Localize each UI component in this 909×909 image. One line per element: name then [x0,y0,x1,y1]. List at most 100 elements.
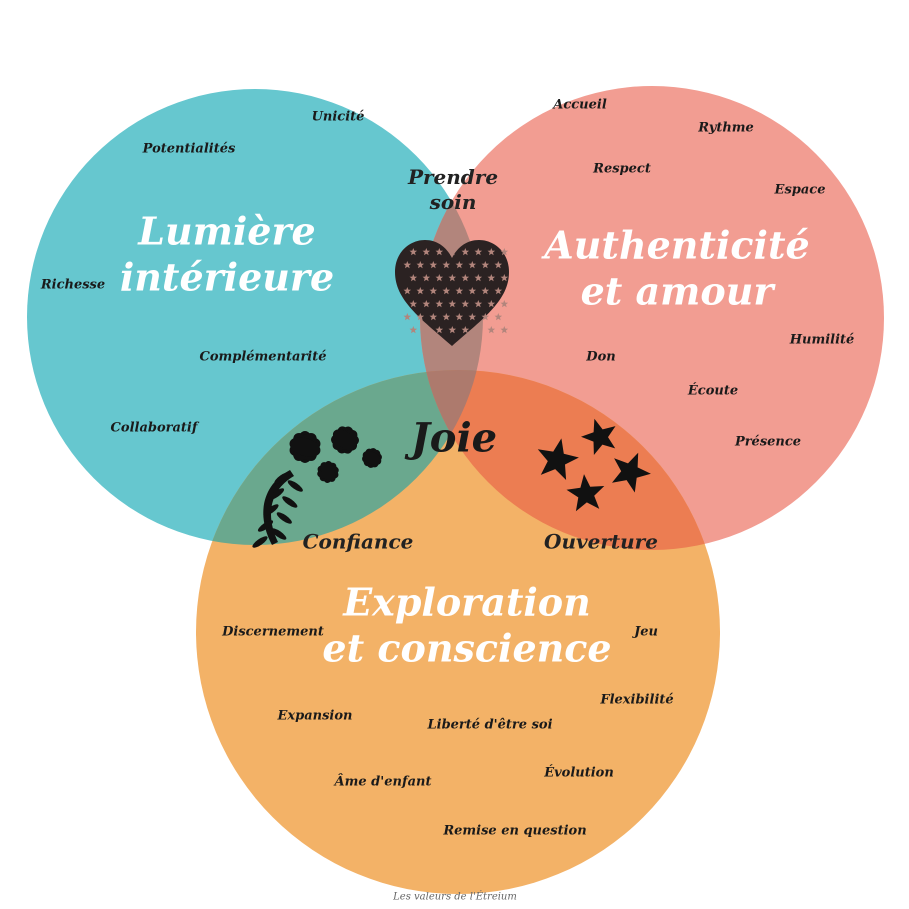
heart-star-speck [487,248,496,256]
stars-icon [537,418,651,512]
heart-star-speck [461,326,470,334]
title-lumiere-line2: intérieure [119,254,335,299]
heart-star-speck [435,300,444,308]
word-rythme: Rythme [698,120,754,136]
heart-star-speck [442,287,451,295]
word-accueil: Accueil [553,97,607,113]
fern-leaf [252,536,268,548]
heart-star-speck [429,287,438,295]
heart-star-speck [416,261,425,269]
heart-star-speck [500,300,509,308]
heart-star-speck [461,300,470,308]
footer-caption: Les valeurs de l'Étreium [393,891,517,903]
title-lumiere-line1: Lumière [138,208,316,254]
heart-star-speck [422,248,431,256]
heart-star-speck [403,313,412,321]
heart-star-speck [403,261,412,269]
heart-star-speck [494,261,503,269]
heart-star-speck [481,313,490,321]
heart-star-speck [435,274,444,282]
heart-star-speck [422,300,431,308]
heart-star-speck [448,326,457,334]
word-unicite: Unicité [311,109,365,125]
fern-leaf [263,504,279,516]
heart-star-speck [474,300,483,308]
fern-leaf [276,512,292,524]
heart-star-speck [455,287,464,295]
heart-star-speck [429,261,438,269]
fern-leaf [268,488,285,500]
ouverture-star [537,438,579,480]
heart-of-stars-icon [395,240,509,346]
heart-star-speck [468,313,477,321]
heart-star-speck [468,287,477,295]
word-liberte: Liberté d'être soi [427,717,553,733]
word-jeu: Jeu [634,624,658,640]
heart-star-speck [487,274,496,282]
heart-star-speck [455,261,464,269]
heart-star-speck [494,313,503,321]
heart-star-speck [500,326,509,334]
word-respect: Respect [593,161,651,177]
heart-star-speck [474,274,483,282]
heart-star-speck [409,326,418,334]
fern-leaf [274,472,290,484]
heart-star-speck [416,313,425,321]
word-potentialites: Potentialités [142,141,236,157]
overlap-label-prendre-soin: Prendre soin [408,165,498,215]
word-flexibilite: Flexibilité [600,692,674,708]
heart-star-speck [448,274,457,282]
heart-star-speck [409,248,418,256]
heart-star-speck [487,300,496,308]
word-collaboratif: Collaboratif [110,420,198,436]
word-don: Don [586,349,616,365]
title-authenticite-line1: Authenticité [544,222,810,268]
heart-star-speck [422,274,431,282]
heart-star-speck [468,261,477,269]
heart-star-speck [494,287,503,295]
heart-star-speck [435,326,444,334]
ouverture-star [581,418,616,455]
word-evolution: Évolution [544,765,614,781]
title-authenticite-line2: et amour [580,268,774,313]
word-expansion: Expansion [277,708,353,724]
word-ecoute: Écoute [687,383,739,399]
heart-star-speck [416,287,425,295]
overlap-label-confiance: Confiance [302,529,414,554]
heart-star-speck [500,248,509,256]
heart-star-speck [422,326,431,334]
word-presence: Présence [734,434,802,450]
heart-star-speck [442,261,451,269]
word-richesse: Richesse [40,277,106,293]
word-remise-en-question: Remise en question [443,823,587,839]
prendre-soin-line1: Prendre [407,165,499,189]
ouverture-star [612,452,651,493]
center-label-joie: Joie [410,414,498,462]
heart-star-speck [435,248,444,256]
overlap-blue-orange [196,370,483,545]
hibiscus-flowers-icon [252,426,382,548]
word-ame-enfant: Âme d'enfant [334,774,432,790]
heart-star-speck [409,274,418,282]
heart-star-speck [429,313,438,321]
heart-star-speck [481,287,490,295]
heart-star-speck [442,313,451,321]
heart-star-speck [403,287,412,295]
heart-star-speck [448,300,457,308]
word-complementarite: Complémentarité [199,349,327,365]
word-espace: Espace [774,182,826,198]
prendre-soin-line2: soin [429,190,477,214]
title-exploration-line2: et conscience [322,625,612,670]
ouverture-star [566,474,605,512]
heart-star-speck [481,261,490,269]
heart-star-speck [409,300,418,308]
heart-star-speck [455,313,464,321]
title-exploration-line1: Exploration [343,579,591,625]
fern-leaf [287,480,303,492]
heart-star-speck [448,248,457,256]
fern-leaf [257,520,274,532]
word-humilite: Humilité [789,332,855,348]
word-discernement: Discernement [222,624,324,640]
heart-star-speck [474,248,483,256]
